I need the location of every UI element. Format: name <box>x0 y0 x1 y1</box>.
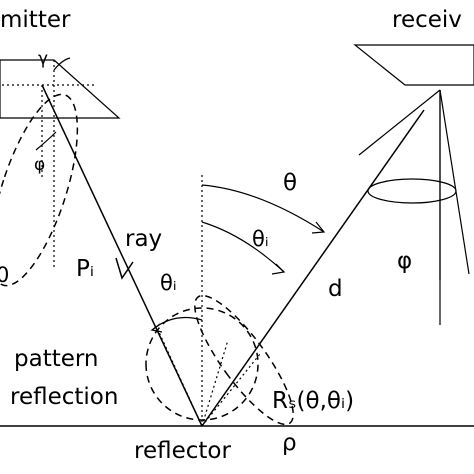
receiver-label: receiv <box>392 7 462 33</box>
receiver-plane <box>353 44 474 86</box>
pattern-ray-b <box>201 353 261 427</box>
rho-label: ρ <box>282 430 297 456</box>
incident-ray <box>41 84 203 427</box>
reflector-label: reflector <box>134 438 231 464</box>
rs-label: Rₛ(θ,θᵢ) <box>272 388 354 414</box>
phi-left-label: φ <box>34 155 45 175</box>
receiver-cone-right <box>358 89 441 156</box>
edge-zero-label: 0 <box>0 263 9 287</box>
reflection-label: reflection <box>10 384 118 410</box>
phi-label: φ <box>397 248 412 274</box>
theta-arc <box>201 184 325 233</box>
reflected-ray <box>201 109 425 427</box>
reflection-pattern-circle <box>145 307 259 421</box>
transmitter-pattern-lobe <box>0 93 79 287</box>
theta-i-lower-label: θᵢ <box>160 271 177 295</box>
theta-label: θ <box>283 170 297 196</box>
theta-arrowhead <box>311 221 326 234</box>
pi-label: Pᵢ <box>76 256 94 282</box>
incident-ray-arrowhead <box>115 257 134 280</box>
pattern-label: pattern <box>14 346 99 372</box>
d-label: d <box>328 276 343 302</box>
theta-i-arc <box>201 221 285 273</box>
pattern-ray-c <box>201 339 229 427</box>
gamma-label: γ <box>38 49 48 69</box>
receiver-cone-lower <box>439 89 470 275</box>
theta-i-label: θᵢ <box>252 227 269 251</box>
theta-i-lower-arrowhead <box>150 323 163 333</box>
receiver-phi-ellipse <box>367 178 457 204</box>
transmitter-label: mitter <box>0 7 71 33</box>
theta-i-arrowhead <box>271 263 286 275</box>
phi-arc-left <box>35 131 57 151</box>
reflection-pattern-lobe <box>194 294 294 426</box>
ray-label: ray <box>125 226 162 252</box>
transmitter-plane <box>0 59 121 119</box>
gamma-arc <box>53 57 71 71</box>
